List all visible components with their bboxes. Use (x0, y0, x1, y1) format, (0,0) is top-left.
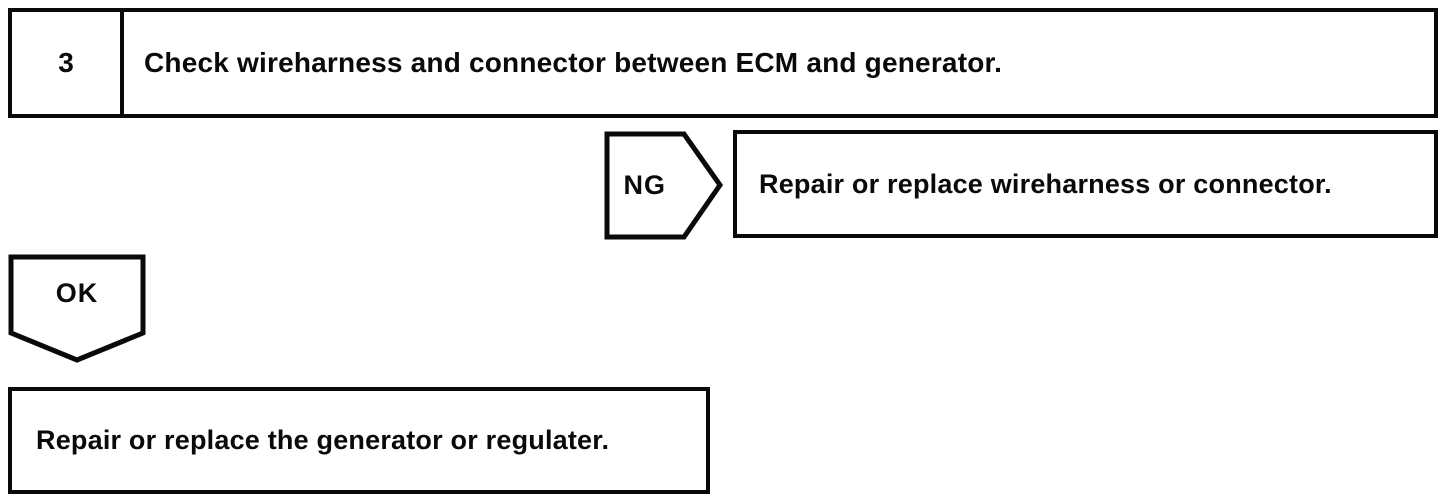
right-arrow-pentagon-icon (604, 131, 724, 240)
down-arrow-pentagon-icon (8, 254, 146, 363)
ng-action-text: Repair or replace wireharness or connect… (759, 168, 1332, 199)
step-instruction: Check wireharness and connector between … (144, 47, 1003, 78)
ok-action-text: Repair or replace the generator or regul… (36, 425, 610, 455)
ok-action-box: Repair or replace the generator or regul… (8, 387, 710, 494)
ok-branch-connector: OK (8, 254, 146, 364)
step-header-box: 3 Check wireharness and connector betwee… (8, 8, 1438, 118)
ng-branch-connector: NG (604, 131, 724, 240)
step-number: 3 (12, 12, 124, 114)
ng-action-box: Repair or replace wireharness or connect… (733, 130, 1438, 238)
ng-label: NG (623, 170, 667, 200)
ok-label: OK (55, 278, 99, 309)
